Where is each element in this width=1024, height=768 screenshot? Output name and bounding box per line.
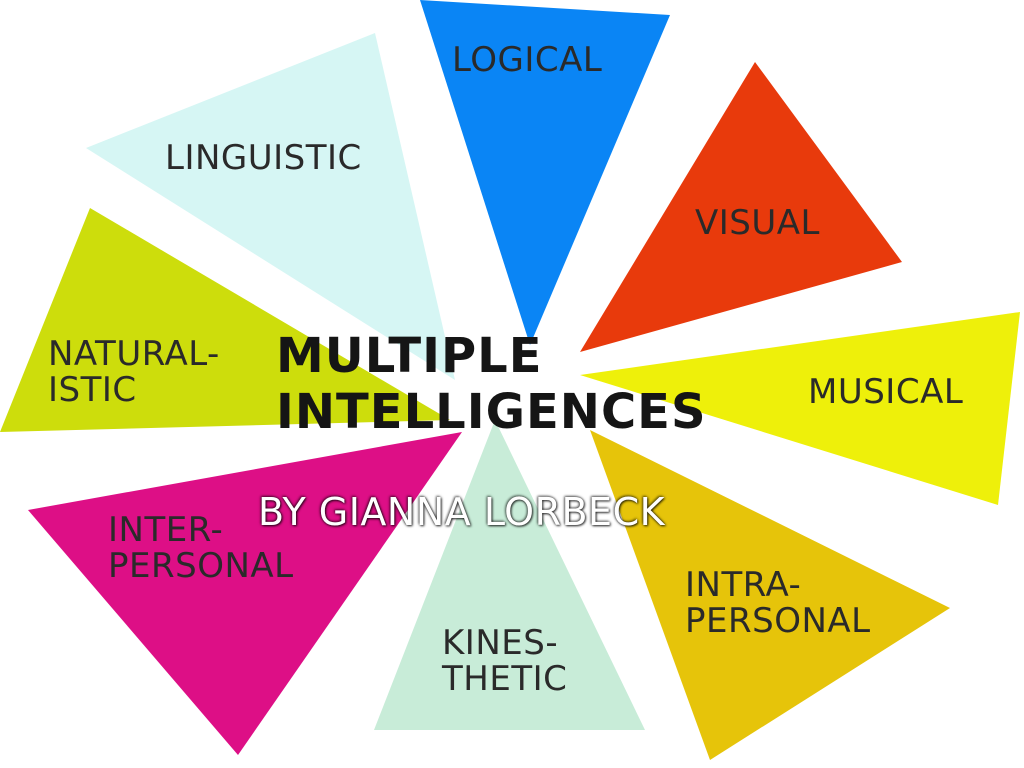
linguistic-label: LINGUISTIC xyxy=(165,138,362,178)
logical-segment xyxy=(420,0,670,345)
interpersonal-segment xyxy=(28,432,462,755)
visual-label: VISUAL xyxy=(695,203,820,243)
musical-segment xyxy=(580,312,1020,505)
kinesthetic-segment xyxy=(374,420,645,730)
musical-label: MUSICAL xyxy=(808,372,964,412)
author-byline: BY GIANNA LORBECK xyxy=(258,490,666,534)
naturalistic-label: NATURAL- ISTIC xyxy=(48,334,220,410)
kinesthetic-label: KINES- THETIC xyxy=(442,623,568,699)
logical-label: LOGICAL xyxy=(452,40,603,80)
visual-segment xyxy=(580,62,902,352)
title-line-1: MULTIPLE xyxy=(276,328,543,384)
title-line-2: INTELLIGENCES xyxy=(276,384,707,440)
interpersonal-label: INTER- PERSONAL xyxy=(108,510,294,586)
naturalistic-segment xyxy=(0,208,450,432)
slide-title: MULTIPLE INTELLIGENCES xyxy=(276,328,707,440)
intrapersonal-segment xyxy=(590,430,950,760)
intrapersonal-label: INTRA- PERSONAL xyxy=(685,565,871,641)
linguistic-segment xyxy=(86,33,455,380)
